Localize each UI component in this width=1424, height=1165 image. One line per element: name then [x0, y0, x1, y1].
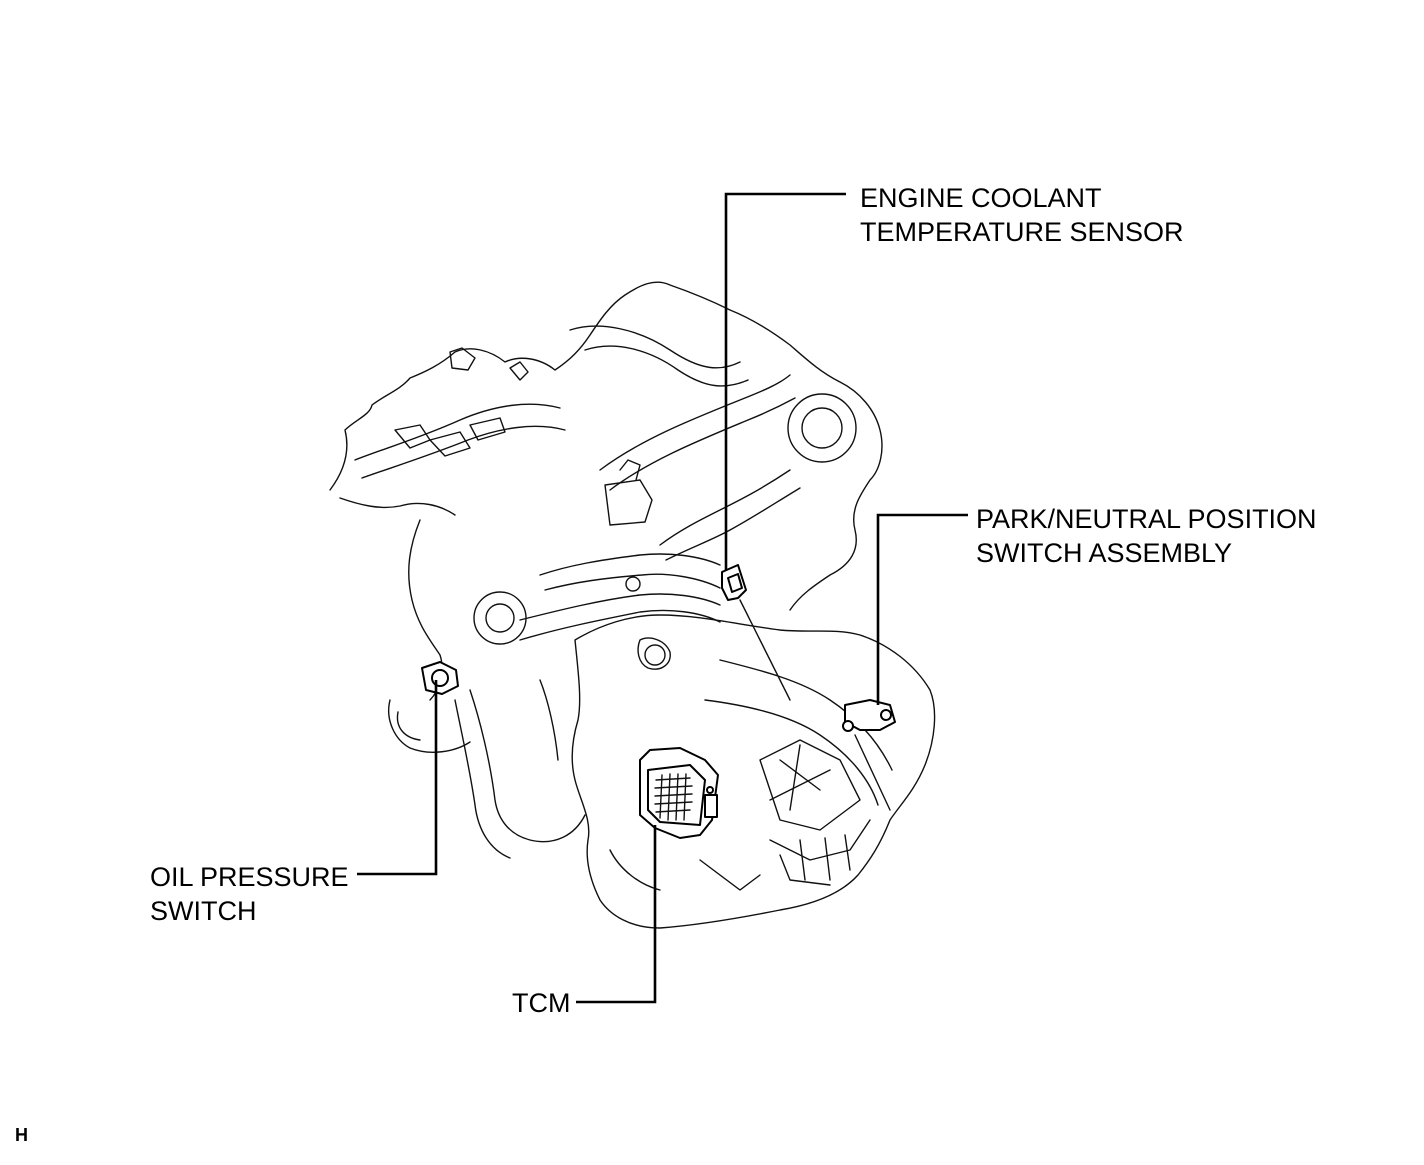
- pnp-switch-label-line1: PARK/NEUTRAL POSITION: [976, 504, 1317, 534]
- tcm-label: TCM: [512, 988, 571, 1018]
- tcm-unit: [639, 747, 719, 839]
- ect-leader-line: [724, 192, 846, 570]
- ops-leader-line: [357, 680, 438, 876]
- park-neutral-position-switch-part: [842, 699, 896, 732]
- engine-outline: [329, 281, 936, 929]
- oil-pressure-switch-label-line2: SWITCH: [150, 896, 257, 926]
- tcm-leader-line: [576, 825, 657, 1004]
- oil-pressure-switch-label-line1: OIL PRESSURE: [150, 862, 349, 892]
- pnp-switch-label-line2: SWITCH ASSEMBLY: [976, 538, 1233, 568]
- ect-sensor-label-line2: TEMPERATURE SENSOR: [860, 217, 1184, 247]
- corner-mark: H: [15, 1125, 28, 1145]
- pnp-switch-label: PARK/NEUTRAL POSITION SWITCH ASSEMBLY: [976, 502, 1317, 570]
- engine-coolant-temperature-sensor-part: [721, 564, 747, 601]
- leader-lines: [357, 192, 968, 1004]
- ect-sensor-label: ENGINE COOLANT TEMPERATURE SENSOR: [860, 181, 1184, 249]
- oil-pressure-switch-part: [421, 661, 459, 695]
- pnp-leader-line: [876, 513, 968, 705]
- oil-pressure-switch-label: OIL PRESSURE SWITCH: [150, 860, 349, 928]
- ect-sensor-label-line1: ENGINE COOLANT: [860, 183, 1102, 213]
